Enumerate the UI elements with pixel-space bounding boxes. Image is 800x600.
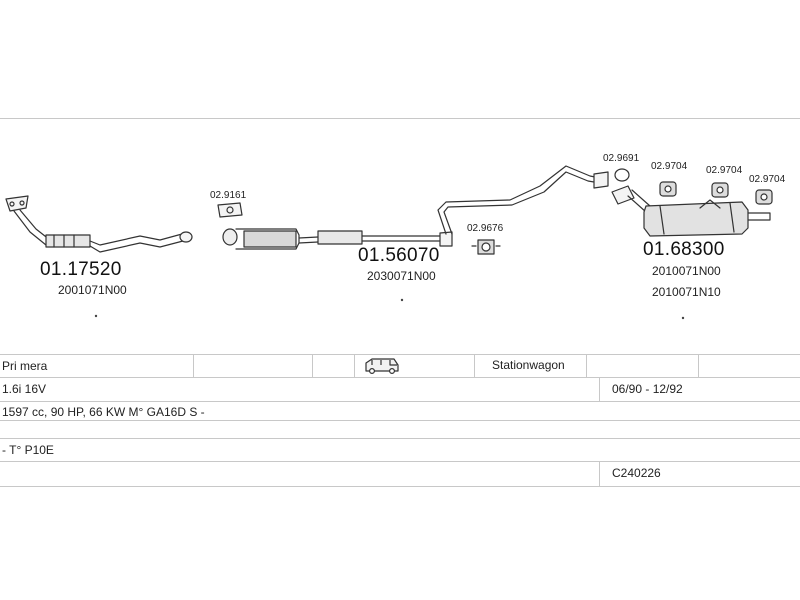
gasket-front-part <box>217 202 243 218</box>
table-row-line <box>0 420 800 421</box>
center-silencer-part <box>222 228 453 250</box>
rear-silencer-part <box>611 185 771 237</box>
vehicle-body-type: Stationwagon <box>492 358 565 372</box>
hanger-rear-2-part-number: 02.9704 <box>706 165 743 176</box>
hanger-rear-1-part <box>659 181 677 197</box>
table-column-divider <box>354 354 355 377</box>
center-silencer-part-number: 01.56070 <box>358 245 440 266</box>
vehicle-engine-details: 1597 cc, 90 HP, 66 KW M° GA16D S - <box>2 405 205 419</box>
downpipe-oe-number: 2001071N00 <box>58 283 127 297</box>
table-column-divider <box>698 354 699 377</box>
table-bottom-line <box>0 486 800 487</box>
reference-dot <box>400 298 404 302</box>
table-row-line <box>0 401 800 402</box>
hanger-center-part <box>471 239 501 255</box>
hanger-rear-2-part <box>711 182 729 198</box>
ring-rear-part <box>614 168 630 182</box>
hanger-rear-1-part-number: 02.9704 <box>651 161 688 172</box>
gasket-front-part-number: 02.9161 <box>210 190 247 201</box>
table-row-line <box>0 461 800 462</box>
reference-dot <box>681 316 685 320</box>
vehicle-type-code: - T° P10E <box>2 443 54 457</box>
vehicle-model: Pri mera <box>2 359 48 373</box>
table-row-line <box>0 438 800 439</box>
reference-dot <box>94 314 98 318</box>
vehicle-engine: 1.6i 16V <box>2 382 47 396</box>
rear-silencer-oe-number-2: 2010071N10 <box>652 285 721 299</box>
catalog-code: C240226 <box>612 466 661 480</box>
table-column-divider <box>312 354 313 377</box>
rear-silencer-oe-number-1: 2010071N00 <box>652 264 721 278</box>
downpipe-part-number: 01.17520 <box>40 259 122 280</box>
downpipe-part <box>5 195 193 253</box>
table-column-divider <box>599 377 600 401</box>
center-silencer-oe-number: 2030071N00 <box>367 269 436 283</box>
table-top-line <box>0 354 800 355</box>
connecting-pipe-part <box>437 165 609 235</box>
hanger-center-part-number: 02.9676 <box>467 223 504 234</box>
ring-rear-part-number: 02.9691 <box>603 153 640 164</box>
table-row-line <box>0 377 800 378</box>
hanger-rear-3-part-number: 02.9704 <box>749 174 786 185</box>
station-wagon-car-icon <box>365 358 399 375</box>
rear-silencer-part-number: 01.68300 <box>643 239 725 260</box>
table-column-divider <box>586 354 587 377</box>
table-column-divider <box>599 461 600 486</box>
hanger-rear-3-part <box>755 189 773 205</box>
top-border-line <box>0 118 800 119</box>
table-column-divider <box>193 354 194 377</box>
table-column-divider <box>474 354 475 377</box>
vehicle-years: 06/90 - 12/92 <box>612 382 683 396</box>
